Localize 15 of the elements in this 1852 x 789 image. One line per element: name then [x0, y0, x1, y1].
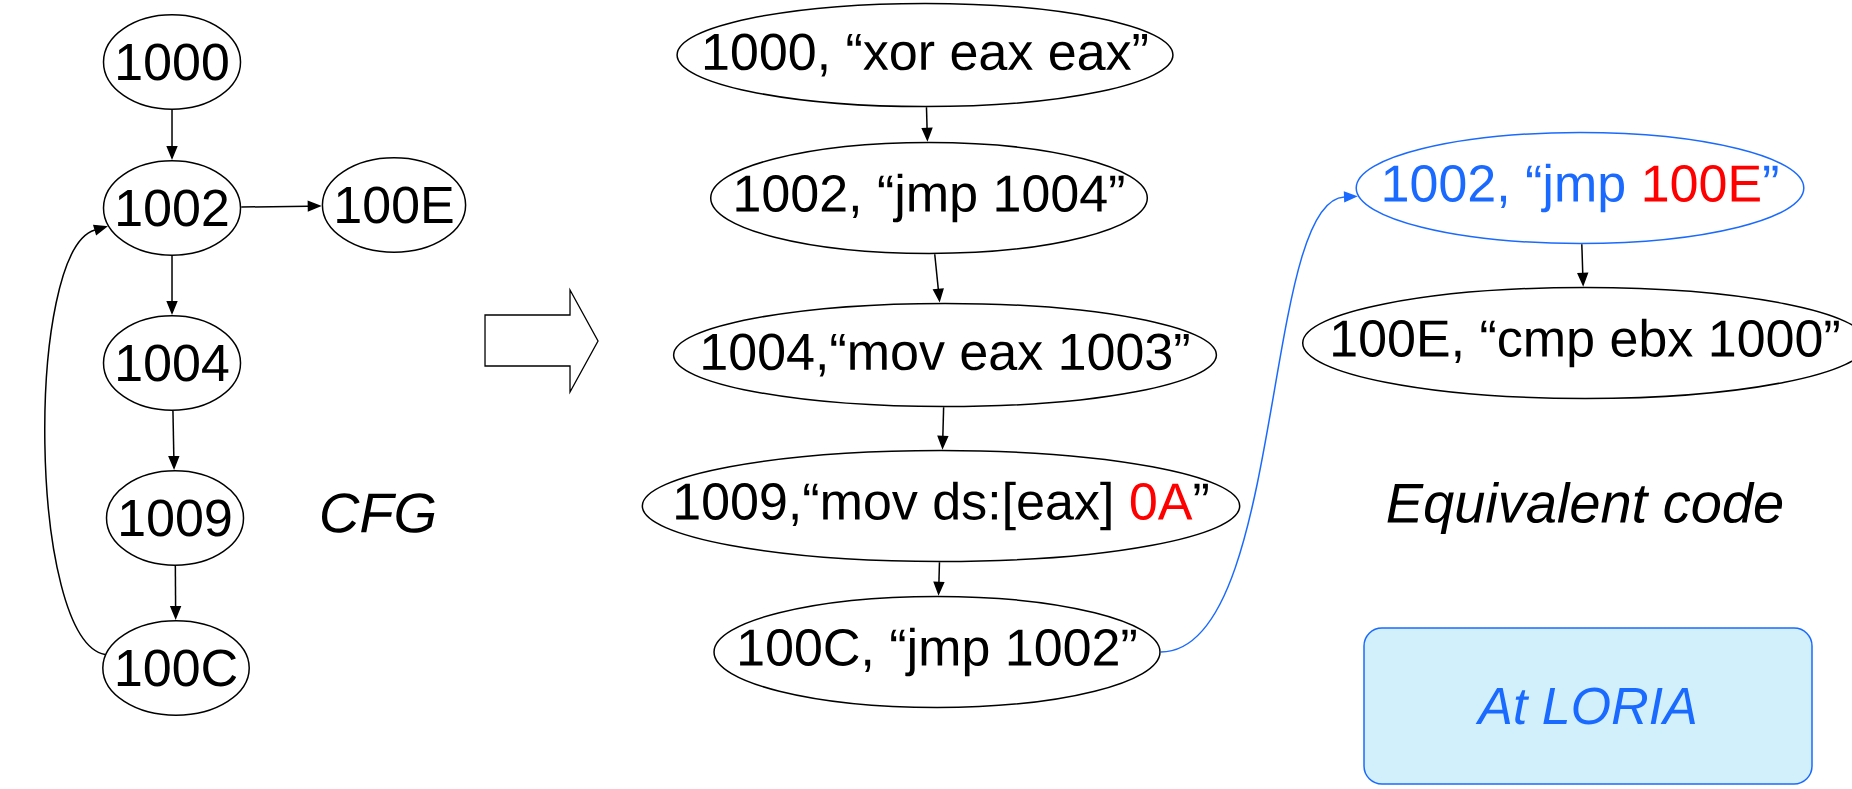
ellipse-node: 1004,“mov eax 1003” — [672, 302, 1218, 408]
ellipse-node: 1004 — [102, 315, 242, 411]
ellipse-node: 1002, “jmp 1004” — [709, 141, 1149, 255]
ellipse-node: 1002, “jmp 100E” — [1355, 131, 1805, 245]
ellipse-node: 100C, “jmp 1002” — [713, 595, 1161, 709]
ellipse-node: 1009 — [105, 470, 245, 566]
label: CFG — [322, 493, 435, 533]
ellipse-node: 100C — [102, 620, 250, 716]
ellipse-node: 1009,“mov ds:[eax] 0A” — [641, 449, 1241, 563]
ellipse-node: 1002 — [102, 160, 242, 256]
ellipse-node: 1000, “xor eax eax” — [676, 2, 1174, 108]
note-box: At LORIA — [1363, 627, 1813, 785]
ellipse-node: 100E — [321, 157, 467, 253]
ellipse-node: 1000 — [102, 14, 242, 110]
label: Equivalent code — [1387, 481, 1783, 535]
